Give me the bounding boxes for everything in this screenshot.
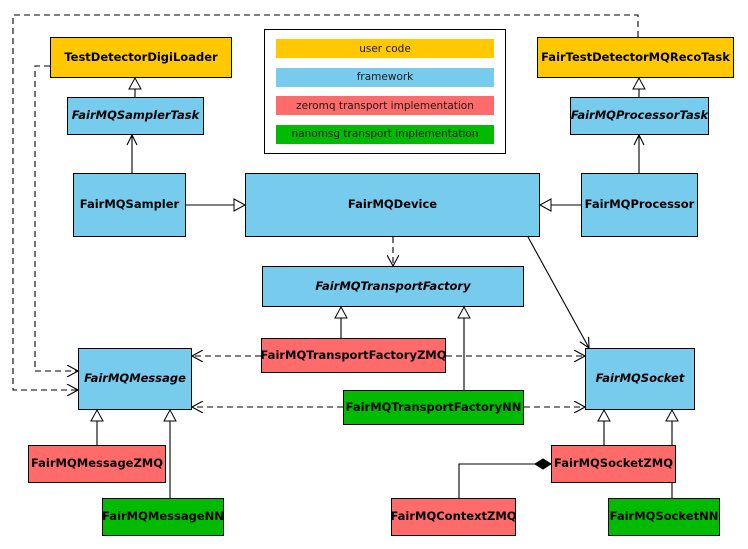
class-node-fairmqprocessor[interactable]: FairMQProcessor (581, 173, 698, 237)
legend-panel: user code framework zeromq transport imp… (264, 29, 506, 154)
class-node-fairmqtransportfactory[interactable]: FairMQTransportFactory (262, 266, 524, 307)
class-node-fairmqsamplertask[interactable]: FairMQSamplerTask (67, 97, 204, 135)
legend-item-nanomsg: nanomsg transport implementation (276, 124, 494, 144)
legend-item-zeromq: zeromq transport implementation (276, 96, 494, 116)
edge-device-socket (527, 236, 589, 348)
class-node-fairmqtransportfactoryzmq[interactable]: FairMQTransportFactoryZMQ (261, 338, 447, 373)
class-node-fairmqmessagenn[interactable]: FairMQMessageNN (102, 498, 224, 536)
class-node-fairmqsocketzmq[interactable]: FairMQSocketZMQ (551, 445, 676, 483)
legend-item-framework: framework (276, 67, 494, 87)
class-node-fairmqdevice[interactable]: FairMQDevice (245, 173, 540, 237)
class-node-fairmqtransportfactorynn[interactable]: FairMQTransportFactoryNN (343, 390, 524, 425)
class-node-fairtestdetectormqrecotask[interactable]: FairTestDetectorMQRecoTask (537, 37, 734, 78)
edge-digiloader-message (34, 65, 78, 371)
edge-socketzmq-contextzmq (458, 458, 552, 498)
class-node-fairmqprocessortask[interactable]: FairMQProcessorTask (570, 97, 709, 135)
class-node-fairmqcontextzmq[interactable]: FairMQContextZMQ (390, 498, 517, 536)
class-node-fairmqmessagezmq[interactable]: FairMQMessageZMQ (28, 445, 166, 483)
class-node-fairmqsocket[interactable]: FairMQSocket (585, 348, 695, 410)
class-node-fairmqmessage[interactable]: FairMQMessage (78, 348, 192, 410)
legend-item-user-code: user code (276, 39, 494, 58)
class-node-fairmqsampler[interactable]: FairMQSampler (73, 173, 186, 237)
class-node-testdetectordigiloader[interactable]: TestDetectorDigiLoader (50, 37, 232, 78)
class-node-fairmqsocketnn[interactable]: FairMQSocketNN (608, 498, 720, 536)
edge-recotask-message (12, 14, 639, 390)
